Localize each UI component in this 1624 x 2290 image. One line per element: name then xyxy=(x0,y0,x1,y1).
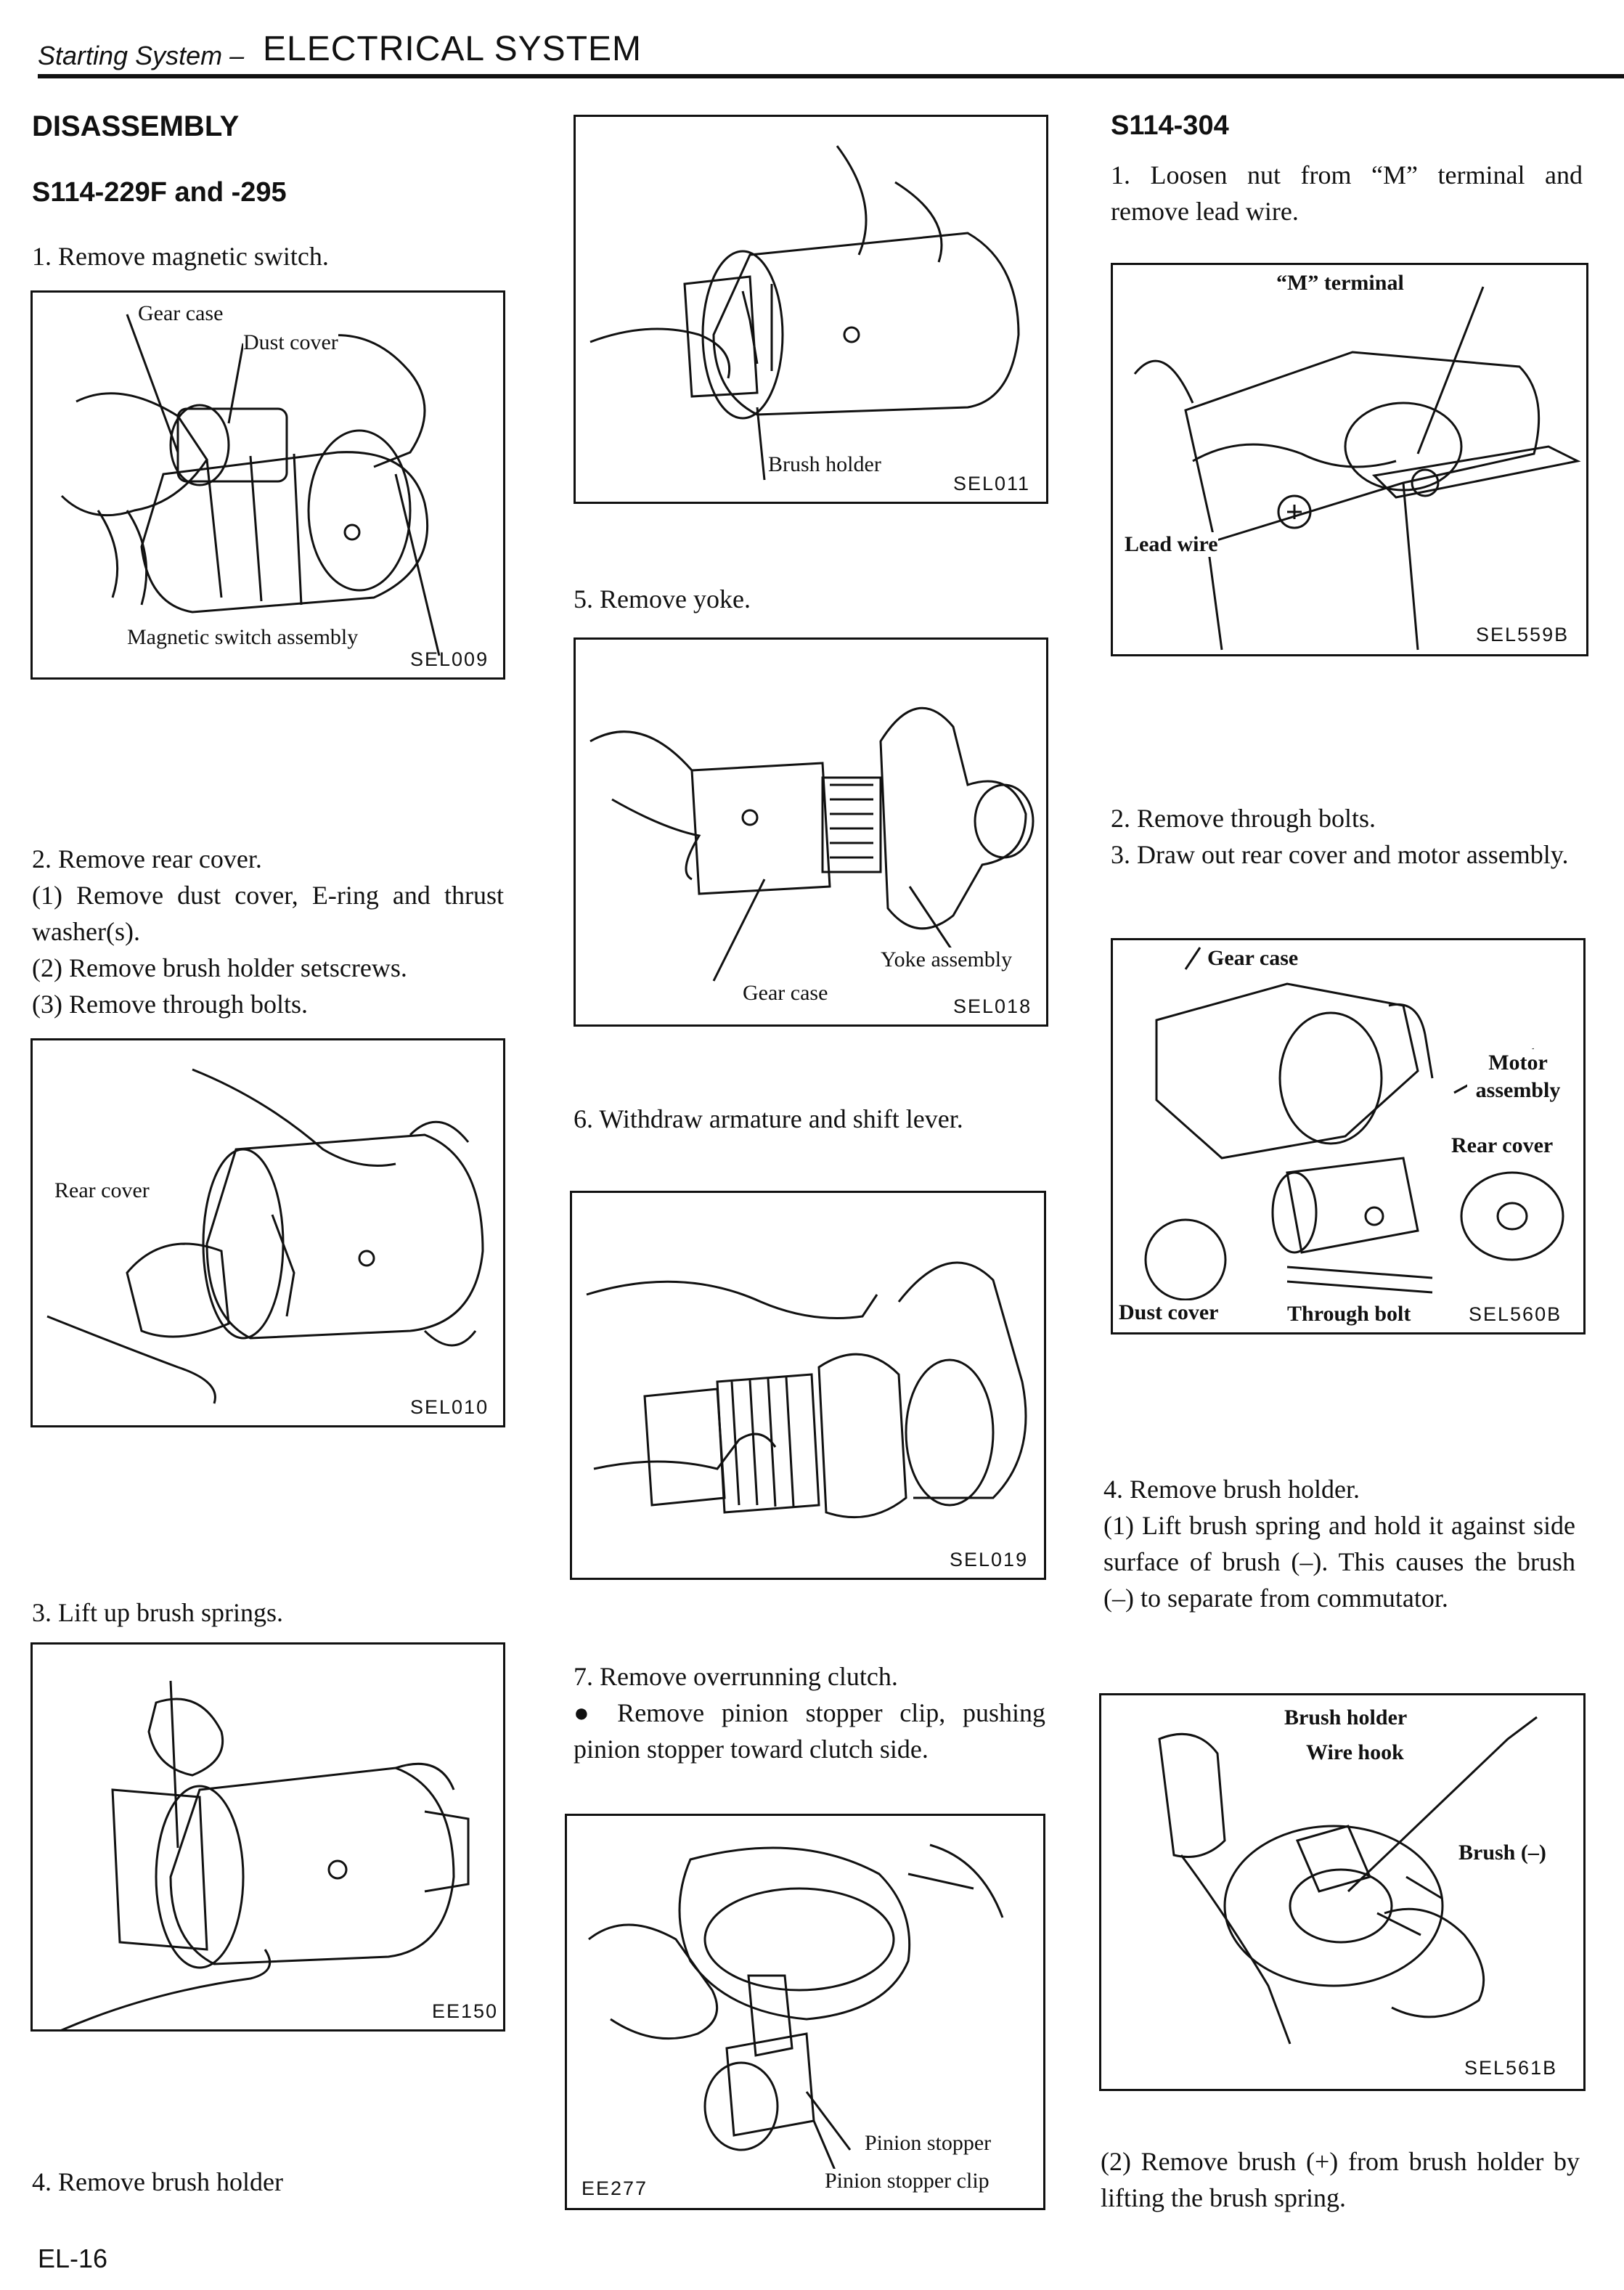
label-brush-holder: Brush holder xyxy=(1284,1706,1408,1730)
yoke-removal-illustration xyxy=(589,706,1035,982)
step-line: ● Remove pinion stopper clip, pushing pi… xyxy=(574,1698,1045,1764)
figure-ee150: EE150 xyxy=(30,1642,505,2032)
figure-sel560b: Gear case Motor assembly Rear cover Dust… xyxy=(1111,938,1586,1335)
label-gear-case: Gear case xyxy=(743,981,828,1006)
step-line: 7. Remove overrunning clutch. xyxy=(574,1662,898,1691)
brush-springs-illustration xyxy=(60,1680,470,2029)
figure-sel011: Brush holder SEL011 xyxy=(574,115,1048,504)
disassembly-heading: DISASSEMBLY xyxy=(32,110,240,142)
step-line: 4. Remove brush holder. xyxy=(1103,1475,1360,1504)
step-col3-2: 2. Remove through bolts. 3. Draw out rea… xyxy=(1111,800,1583,873)
m-terminal-lead-wire-illustration xyxy=(1133,286,1581,651)
step-col2-6: 6. Withdraw armature and shift lever. xyxy=(574,1104,963,1133)
label-magnetic-switch-assembly: Magnetic switch assembly xyxy=(127,625,359,650)
label-through-bolt: Through bolt xyxy=(1287,1302,1411,1327)
header-rule xyxy=(38,74,1624,78)
armature-withdrawal-illustration xyxy=(586,1261,1027,1519)
step-line: 2. Remove through bolts. xyxy=(1111,804,1376,833)
figure-code: SEL018 xyxy=(953,995,1032,1017)
figure-sel561b: Brush holder Wire hook Brush (–) SEL561B xyxy=(1099,1693,1586,2091)
figure-code: SEL011 xyxy=(953,473,1031,494)
step-col2-7: 7. Remove overrunning clutch. ● Remove p… xyxy=(574,1658,1045,1767)
label-lead-wire: Lead wire xyxy=(1125,532,1218,557)
label-dust-cover: Dust cover xyxy=(1119,1300,1219,1325)
header-title: ELECTRICAL SYSTEM xyxy=(263,30,642,68)
overrunning-clutch-illustration xyxy=(588,1843,1004,2172)
label-pinion-stopper-clip: Pinion stopper clip xyxy=(825,2169,990,2193)
step-col1-1: 1. Remove magnetic switch. xyxy=(32,242,329,271)
figure-sel010: Rear cover SEL010 xyxy=(30,1038,505,1427)
label-yoke-assembly: Yoke assembly xyxy=(881,948,1013,972)
label-m-terminal: “M” terminal xyxy=(1276,271,1404,296)
step-col2-5: 5. Remove yoke. xyxy=(574,584,751,614)
step-col1-3: 3. Lift up brush springs. xyxy=(32,1598,283,1627)
label-motor-assembly: Motor assembly xyxy=(1467,1049,1569,1104)
models-heading-b: S114-304 xyxy=(1111,110,1229,141)
figure-sel009: Gear case Dust cover Magnetic switch ass… xyxy=(30,290,505,680)
label-rear-cover: Rear cover xyxy=(54,1178,150,1203)
brush-holder-illustration xyxy=(589,145,1020,481)
label-brush-negative: Brush (–) xyxy=(1458,1841,1546,1865)
label-gear-case: Gear case xyxy=(1207,946,1299,971)
label-rear-cover: Rear cover xyxy=(1451,1133,1554,1158)
step-col3-4: 4. Remove brush holder. (1) Lift brush s… xyxy=(1103,1471,1575,1616)
figure-code: SEL560B xyxy=(1469,1303,1562,1325)
figure-sel018: Yoke assembly Gear case SEL018 xyxy=(574,637,1048,1027)
figure-code: EE277 xyxy=(582,2177,648,2199)
label-gear-case: Gear case xyxy=(138,301,224,326)
label-wire-hook: Wire hook xyxy=(1306,1740,1404,1765)
rear-cover-removal-illustration xyxy=(46,1068,484,1404)
figure-ee277: Pinion stopper Pinion stopper clip EE277 xyxy=(565,1814,1045,2210)
figure-code: SEL561B xyxy=(1464,2057,1558,2079)
label-brush-holder: Brush holder xyxy=(768,452,881,477)
step-line: (1) Lift brush spring and hold it agains… xyxy=(1103,1511,1575,1613)
figure-code: SEL019 xyxy=(950,1549,1029,1570)
step-line: (2) Remove brush holder setscrews. xyxy=(32,953,407,982)
figure-code: SEL559B xyxy=(1476,624,1570,645)
step-col3-1: 1. Loosen nut from “M” terminal and remo… xyxy=(1111,160,1583,226)
step-col1-4: 4. Remove brush holder xyxy=(32,2167,283,2196)
step-col3-last: (2) Remove brush (+) from brush holder b… xyxy=(1101,2147,1580,2212)
step-line: (1) Remove dust cover, E-ring and thrust… xyxy=(32,881,504,946)
step-line: 3. Draw out rear cover and motor assembl… xyxy=(1111,840,1569,869)
figure-sel019: SEL019 xyxy=(570,1191,1046,1580)
label-pinion-stopper: Pinion stopper xyxy=(865,2131,992,2156)
brush-holder-wire-hook-illustration xyxy=(1158,1716,1538,2045)
step-line: 2. Remove rear cover. xyxy=(32,844,262,873)
page-number: EL-16 xyxy=(38,2244,108,2273)
page-header: Starting System – ELECTRICAL SYSTEM xyxy=(38,22,1624,78)
step-line: (3) Remove through bolts. xyxy=(32,990,308,1019)
figure-code: EE150 xyxy=(432,2000,499,2022)
figure-code: SEL010 xyxy=(410,1396,489,1418)
step-col1-2: 2. Remove rear cover. (1) Remove dust co… xyxy=(32,841,504,1022)
header-section: Starting System – xyxy=(38,41,245,70)
label-dust-cover: Dust cover xyxy=(243,330,338,355)
models-heading-a: S114-229F and -295 xyxy=(32,177,287,208)
figure-code: SEL009 xyxy=(410,648,489,670)
figure-sel559b: “M” terminal Lead wire SEL559B xyxy=(1111,263,1588,656)
starter-magnetic-switch-illustration xyxy=(60,314,441,656)
